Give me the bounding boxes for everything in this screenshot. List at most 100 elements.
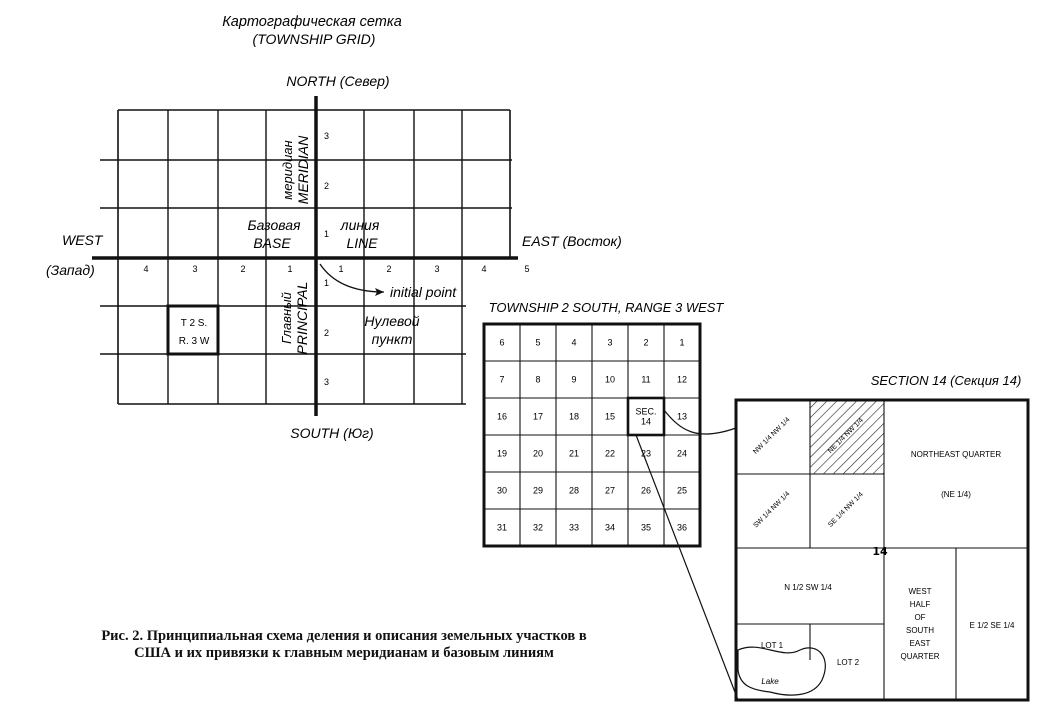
section-cell-label: 25 xyxy=(677,486,687,496)
section-center-number: 14 xyxy=(872,545,888,558)
tier-north-1: 1 xyxy=(324,229,329,239)
north-label: NORTH (Север) xyxy=(286,73,389,89)
section-14-detail xyxy=(734,398,1030,702)
lot2-label: LOT 2 xyxy=(837,658,860,667)
section-cell-label: 22 xyxy=(605,449,615,459)
nw-nw-label: NW 1/4 NW 1/4 xyxy=(752,416,791,455)
initial-point-label: initial point xyxy=(390,284,457,300)
tier-south-1: 1 xyxy=(324,278,329,288)
section-cell-label: 6 xyxy=(499,338,504,348)
township-title: TOWNSHIP 2 SOUTH, RANGE 3 WEST xyxy=(489,300,725,315)
section-cell-label: 32 xyxy=(533,523,543,533)
principal-label-en: PRINCIPAL xyxy=(294,282,310,355)
section-cell-label: 23 xyxy=(641,449,651,459)
sw-nw-label: SW 1/4 NW 1/4 xyxy=(752,490,791,529)
east-label: EAST (Восток) xyxy=(522,233,622,249)
n-half-sw-label: N 1/2 SW 1/4 xyxy=(784,583,832,592)
section-cell-label: 33 xyxy=(569,523,579,533)
section-title: SECTION 14 (Секция 14) xyxy=(871,373,1022,388)
township-grid xyxy=(92,96,518,416)
section-cell-label: 13 xyxy=(677,412,687,422)
tier-south-3: 3 xyxy=(324,377,329,387)
se-nw-label: SE 1/4 NW 1/4 xyxy=(827,491,865,529)
township-label-r: R. 3 W xyxy=(179,336,210,347)
west-half-se-2: HALF xyxy=(910,600,931,609)
base-label-en: BASE xyxy=(253,235,291,251)
section-cell-label: 4 xyxy=(571,338,576,348)
sections-grid xyxy=(482,322,739,701)
grid-title-ru: Картографическая сетка xyxy=(222,14,402,30)
section-cell-label: 24 xyxy=(677,449,687,459)
section-cell-label: SEC.14 xyxy=(635,407,656,427)
lake-shape xyxy=(737,646,826,696)
township-label-t: T 2 S. xyxy=(181,318,208,329)
figure-caption: Рис. 2. Принципиальная схема деления и о… xyxy=(101,628,587,661)
west-half-se-5: EAST xyxy=(910,639,931,648)
meridian-label-ru: меридиан xyxy=(280,140,295,199)
township-t2s-r3w xyxy=(166,304,220,356)
section-cell-label: 17 xyxy=(533,412,543,422)
range-east-3: 3 xyxy=(434,264,439,274)
west-half-se-4: SOUTH xyxy=(906,626,934,635)
ne-quarter-sub: (NE 1/4) xyxy=(941,490,971,499)
initial-point-ru-1: Нулевой xyxy=(364,313,419,329)
section-cell-label: 20 xyxy=(533,449,543,459)
section-cell-label: 26 xyxy=(641,486,651,496)
section-14-highlight xyxy=(626,396,666,437)
section-cell-label: 16 xyxy=(497,412,507,422)
ne-quarter-label: NORTHEAST QUARTER xyxy=(911,450,1001,459)
west-half-se-6: QUARTER xyxy=(901,652,940,661)
section-cell-label: 10 xyxy=(605,375,615,385)
section-cell-label: 35 xyxy=(641,523,651,533)
section-cell-label: 2 xyxy=(643,338,648,348)
section-cell-label: 7 xyxy=(499,375,504,385)
section-cell-label: 19 xyxy=(497,449,507,459)
grid-title-en: (TOWNSHIP GRID) xyxy=(253,31,376,47)
ne-nw-hatched xyxy=(810,400,884,474)
line-label-en: LINE xyxy=(346,235,378,251)
meridian-label-en: MERIDIAN xyxy=(295,135,311,204)
section-cell-label: 31 xyxy=(497,523,507,533)
range-east-1: 1 xyxy=(338,264,343,274)
range-west-3: 3 xyxy=(192,264,197,274)
section-cell-label: 1 xyxy=(679,338,684,348)
section-cell-label: 36 xyxy=(677,523,687,533)
section-cell-label: 5 xyxy=(535,338,540,348)
section-cell-label: 30 xyxy=(497,486,507,496)
section-cell-label: 21 xyxy=(569,449,579,459)
west-half-se-3: OF xyxy=(914,613,925,622)
range-west-4: 4 xyxy=(143,264,148,274)
south-label: SOUTH (Юг) xyxy=(290,425,373,441)
section-cell-label: 29 xyxy=(533,486,543,496)
line-label-ru: линия xyxy=(340,217,380,233)
range-east-4: 4 xyxy=(481,264,486,274)
range-east-2: 2 xyxy=(386,264,391,274)
tier-north-3: 3 xyxy=(324,131,329,141)
tier-north-2: 2 xyxy=(324,181,329,191)
lot1-label: LOT 1 xyxy=(761,641,784,650)
west-label: WEST xyxy=(62,232,104,248)
range-west-2: 2 xyxy=(240,264,245,274)
west-ru-label: (Запад) xyxy=(46,262,95,278)
section-cell-label: 18 xyxy=(569,412,579,422)
section-cell-label: 15 xyxy=(605,412,615,422)
section-cell-label: 34 xyxy=(605,523,615,533)
e-half-se-label: E 1/2 SE 1/4 xyxy=(970,621,1015,630)
section-cell-label: 8 xyxy=(535,375,540,385)
tier-south-2: 2 xyxy=(324,328,329,338)
section-cell-label: 9 xyxy=(571,375,576,385)
section-cell-label: 11 xyxy=(641,375,650,385)
section-cell-label: 27 xyxy=(605,486,615,496)
lake-label: Lake xyxy=(761,677,779,686)
section-cell-label: 3 xyxy=(607,338,612,348)
section-cell-label: 28 xyxy=(569,486,579,496)
range-west-1: 1 xyxy=(287,264,292,274)
west-half-se-1: WEST xyxy=(908,587,931,596)
section-cell-label: 12 xyxy=(677,375,687,385)
range-east-5: 5 xyxy=(524,264,529,274)
initial-point-ru-2: пункт xyxy=(372,331,413,347)
base-label-ru: Базовая xyxy=(248,217,302,233)
principal-label-ru: Главный xyxy=(279,292,294,344)
